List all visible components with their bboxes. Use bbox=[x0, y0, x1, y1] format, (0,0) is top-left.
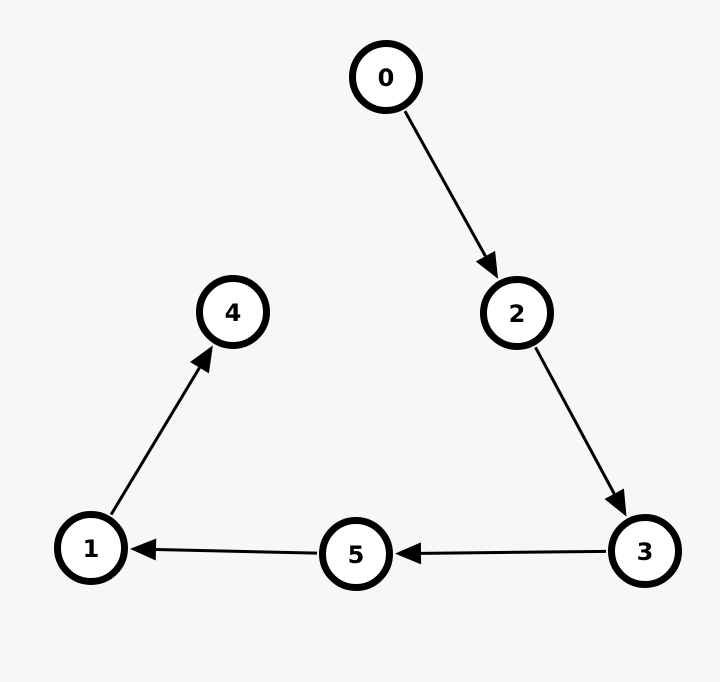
node-0: 0 bbox=[349, 40, 423, 114]
edge-0-to-2 bbox=[403, 110, 499, 279]
node-circle bbox=[196, 275, 270, 349]
node-circle bbox=[319, 517, 393, 591]
arrowhead-icon bbox=[394, 542, 422, 565]
node-circle bbox=[608, 514, 682, 588]
edge-line bbox=[420, 549, 607, 555]
node-3: 3 bbox=[608, 514, 682, 588]
arrowhead-icon bbox=[604, 488, 627, 517]
node-label: 1 bbox=[83, 535, 100, 563]
node-4: 4 bbox=[196, 275, 270, 349]
arrowhead-icon bbox=[129, 538, 157, 561]
arrowhead-icon bbox=[475, 250, 499, 279]
node-label: 4 bbox=[225, 299, 242, 327]
node-label: 3 bbox=[637, 538, 654, 566]
node-5: 5 bbox=[319, 517, 393, 591]
edge-5-to-1 bbox=[129, 538, 318, 561]
edge-1-to-4 bbox=[109, 345, 213, 516]
node-1: 1 bbox=[54, 511, 128, 585]
edge-line bbox=[155, 547, 318, 555]
edge-2-to-3 bbox=[534, 346, 627, 517]
node-label: 5 bbox=[348, 541, 365, 569]
node-circle bbox=[480, 276, 554, 350]
edge-line bbox=[109, 366, 201, 516]
node-label: 0 bbox=[378, 64, 395, 92]
edge-3-to-5 bbox=[394, 542, 607, 565]
arrowhead-icon bbox=[190, 345, 213, 374]
edge-line bbox=[534, 346, 616, 495]
edge-line bbox=[403, 110, 487, 257]
node-label: 2 bbox=[509, 300, 526, 328]
node-circle bbox=[54, 511, 128, 585]
node-2: 2 bbox=[480, 276, 554, 350]
node-circle bbox=[349, 40, 423, 114]
